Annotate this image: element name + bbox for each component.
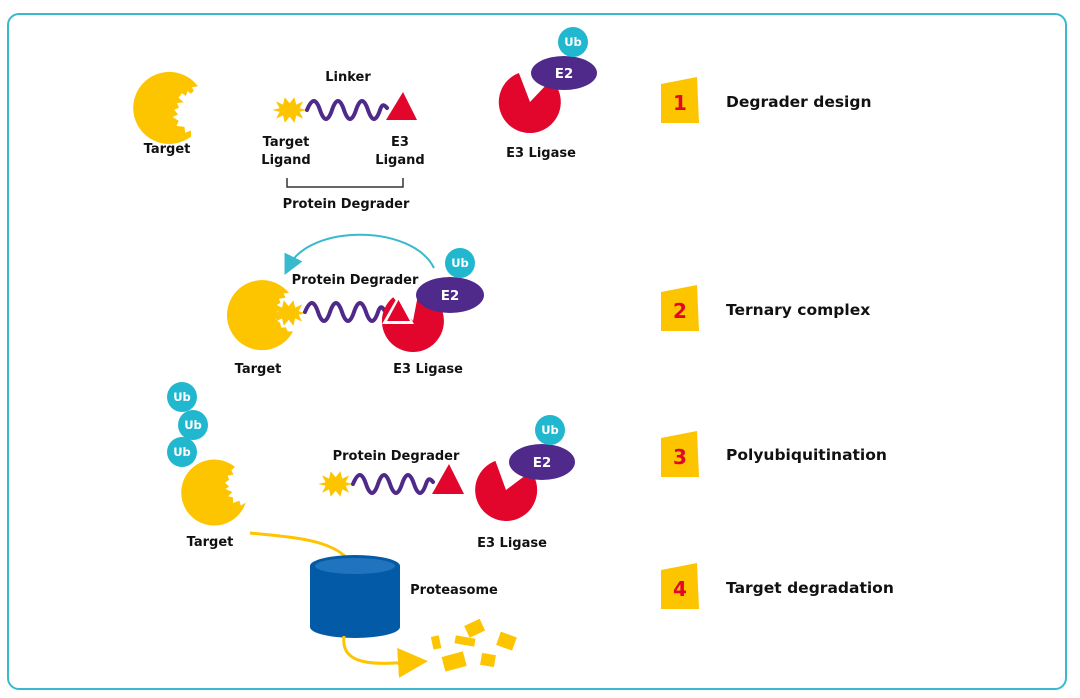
e2-label: E2 <box>441 288 460 304</box>
step-4: 4 Target degradation <box>661 563 894 609</box>
ub-label: Ub <box>173 390 191 404</box>
ubiquitin-icon <box>558 27 588 57</box>
e2-enzyme-icon <box>509 444 575 480</box>
step-number: 1 <box>673 91 687 115</box>
panel-degrader-design: Target Linker Target Ligand E3 Ligand Pr… <box>133 27 597 212</box>
step-badge-icon <box>661 563 699 609</box>
ligand-star-icon <box>271 300 306 326</box>
step-2: 2 Ternary complex <box>661 285 870 331</box>
e3-ligand-label-line2: Ligand <box>375 153 424 168</box>
degradation-exit-arrow <box>342 635 428 678</box>
ligand-star-icon <box>272 97 307 123</box>
e3-ligand-triangle-icon <box>432 464 464 494</box>
ub-label: Ub <box>451 256 469 270</box>
fragment-icon <box>430 635 442 650</box>
panel-target-degradation: Proteasome <box>249 531 517 678</box>
ub-label: Ub <box>564 35 582 49</box>
e3-ligase-pacman-icon <box>498 73 561 134</box>
step-title: Degrader design <box>726 93 872 111</box>
ubiquitin-icon <box>445 248 475 278</box>
e2-label: E2 <box>533 455 552 471</box>
step-number: 4 <box>673 577 687 601</box>
step-title: Target degradation <box>726 579 894 597</box>
step-1: 1 Degrader design <box>661 77 872 123</box>
ubiquitin-icon <box>167 437 197 467</box>
e2-enzyme-icon <box>416 277 484 313</box>
step-title: Polyubiquitination <box>726 446 887 464</box>
peptide-fragments <box>430 618 517 672</box>
linker-chain <box>305 99 389 121</box>
step-legend: 1 Degrader design 2 Ternary complex 3 Po… <box>661 77 894 609</box>
step-number: 3 <box>673 445 687 469</box>
step-3: 3 Polyubiquitination <box>661 431 887 477</box>
recycle-arrow <box>284 233 435 275</box>
panel-ternary-complex: Protein Degrader Target E2 Ub E3 Ligase <box>226 233 484 377</box>
target-ligand-label-line2: Ligand <box>261 153 310 168</box>
ubiquitin-icon <box>178 410 208 440</box>
target-protein-icon <box>133 71 198 144</box>
fragment-icon <box>464 618 486 638</box>
ligand-star-icon <box>318 471 353 497</box>
protein-degrader-label: Protein Degrader <box>333 449 460 464</box>
fragment-icon <box>441 651 467 672</box>
target-protein-icon <box>181 459 246 526</box>
protein-degrader-label: Protein Degrader <box>292 273 419 288</box>
e3-ligase-label: E3 Ligase <box>477 536 547 551</box>
ubiquitin-icon <box>167 382 197 412</box>
linker-chain <box>351 473 435 495</box>
diagram-frame <box>7 13 1067 690</box>
target-label: Target <box>235 362 282 377</box>
proteasome-cylinder-icon <box>310 555 400 638</box>
target-label: Target <box>187 535 234 550</box>
step-title: Ternary complex <box>726 301 870 319</box>
ub-label: Ub <box>541 423 559 437</box>
target-label: Target <box>144 142 191 157</box>
ub-label: Ub <box>184 418 202 432</box>
ub-label: Ub <box>173 445 191 459</box>
e3-ligase-pacman-icon <box>475 460 538 521</box>
linker-label: Linker <box>325 70 371 85</box>
fragment-icon <box>496 631 517 651</box>
step-number: 2 <box>673 299 687 323</box>
protein-degrader-label: Protein Degrader <box>283 197 410 212</box>
fragment-icon <box>454 635 476 647</box>
e2-label: E2 <box>555 66 574 82</box>
proteasome-label: Proteasome <box>410 583 498 598</box>
degrader-bracket <box>286 178 404 188</box>
e3-ligase-label: E3 Ligase <box>506 146 576 161</box>
step-badge-icon <box>661 285 699 331</box>
panel-polyubiquitination: Ub Ub Ub Target Protein Degrader E2 Ub E… <box>167 382 575 551</box>
target-ligand-label-line1: Target <box>263 135 310 150</box>
ubiquitin-icon <box>535 415 565 445</box>
e2-enzyme-icon <box>531 56 597 90</box>
e3-ligase-label: E3 Ligase <box>393 362 463 377</box>
e3-ligand-label-line1: E3 <box>391 135 409 150</box>
fragment-icon <box>480 652 496 668</box>
linker-chain <box>303 301 386 323</box>
e3-ligand-triangle-icon <box>387 300 410 321</box>
target-protein-icon <box>226 280 293 351</box>
e3-ligand-triangle-icon <box>386 92 417 120</box>
step-badge-icon <box>661 431 699 477</box>
step-badge-icon <box>661 77 699 123</box>
